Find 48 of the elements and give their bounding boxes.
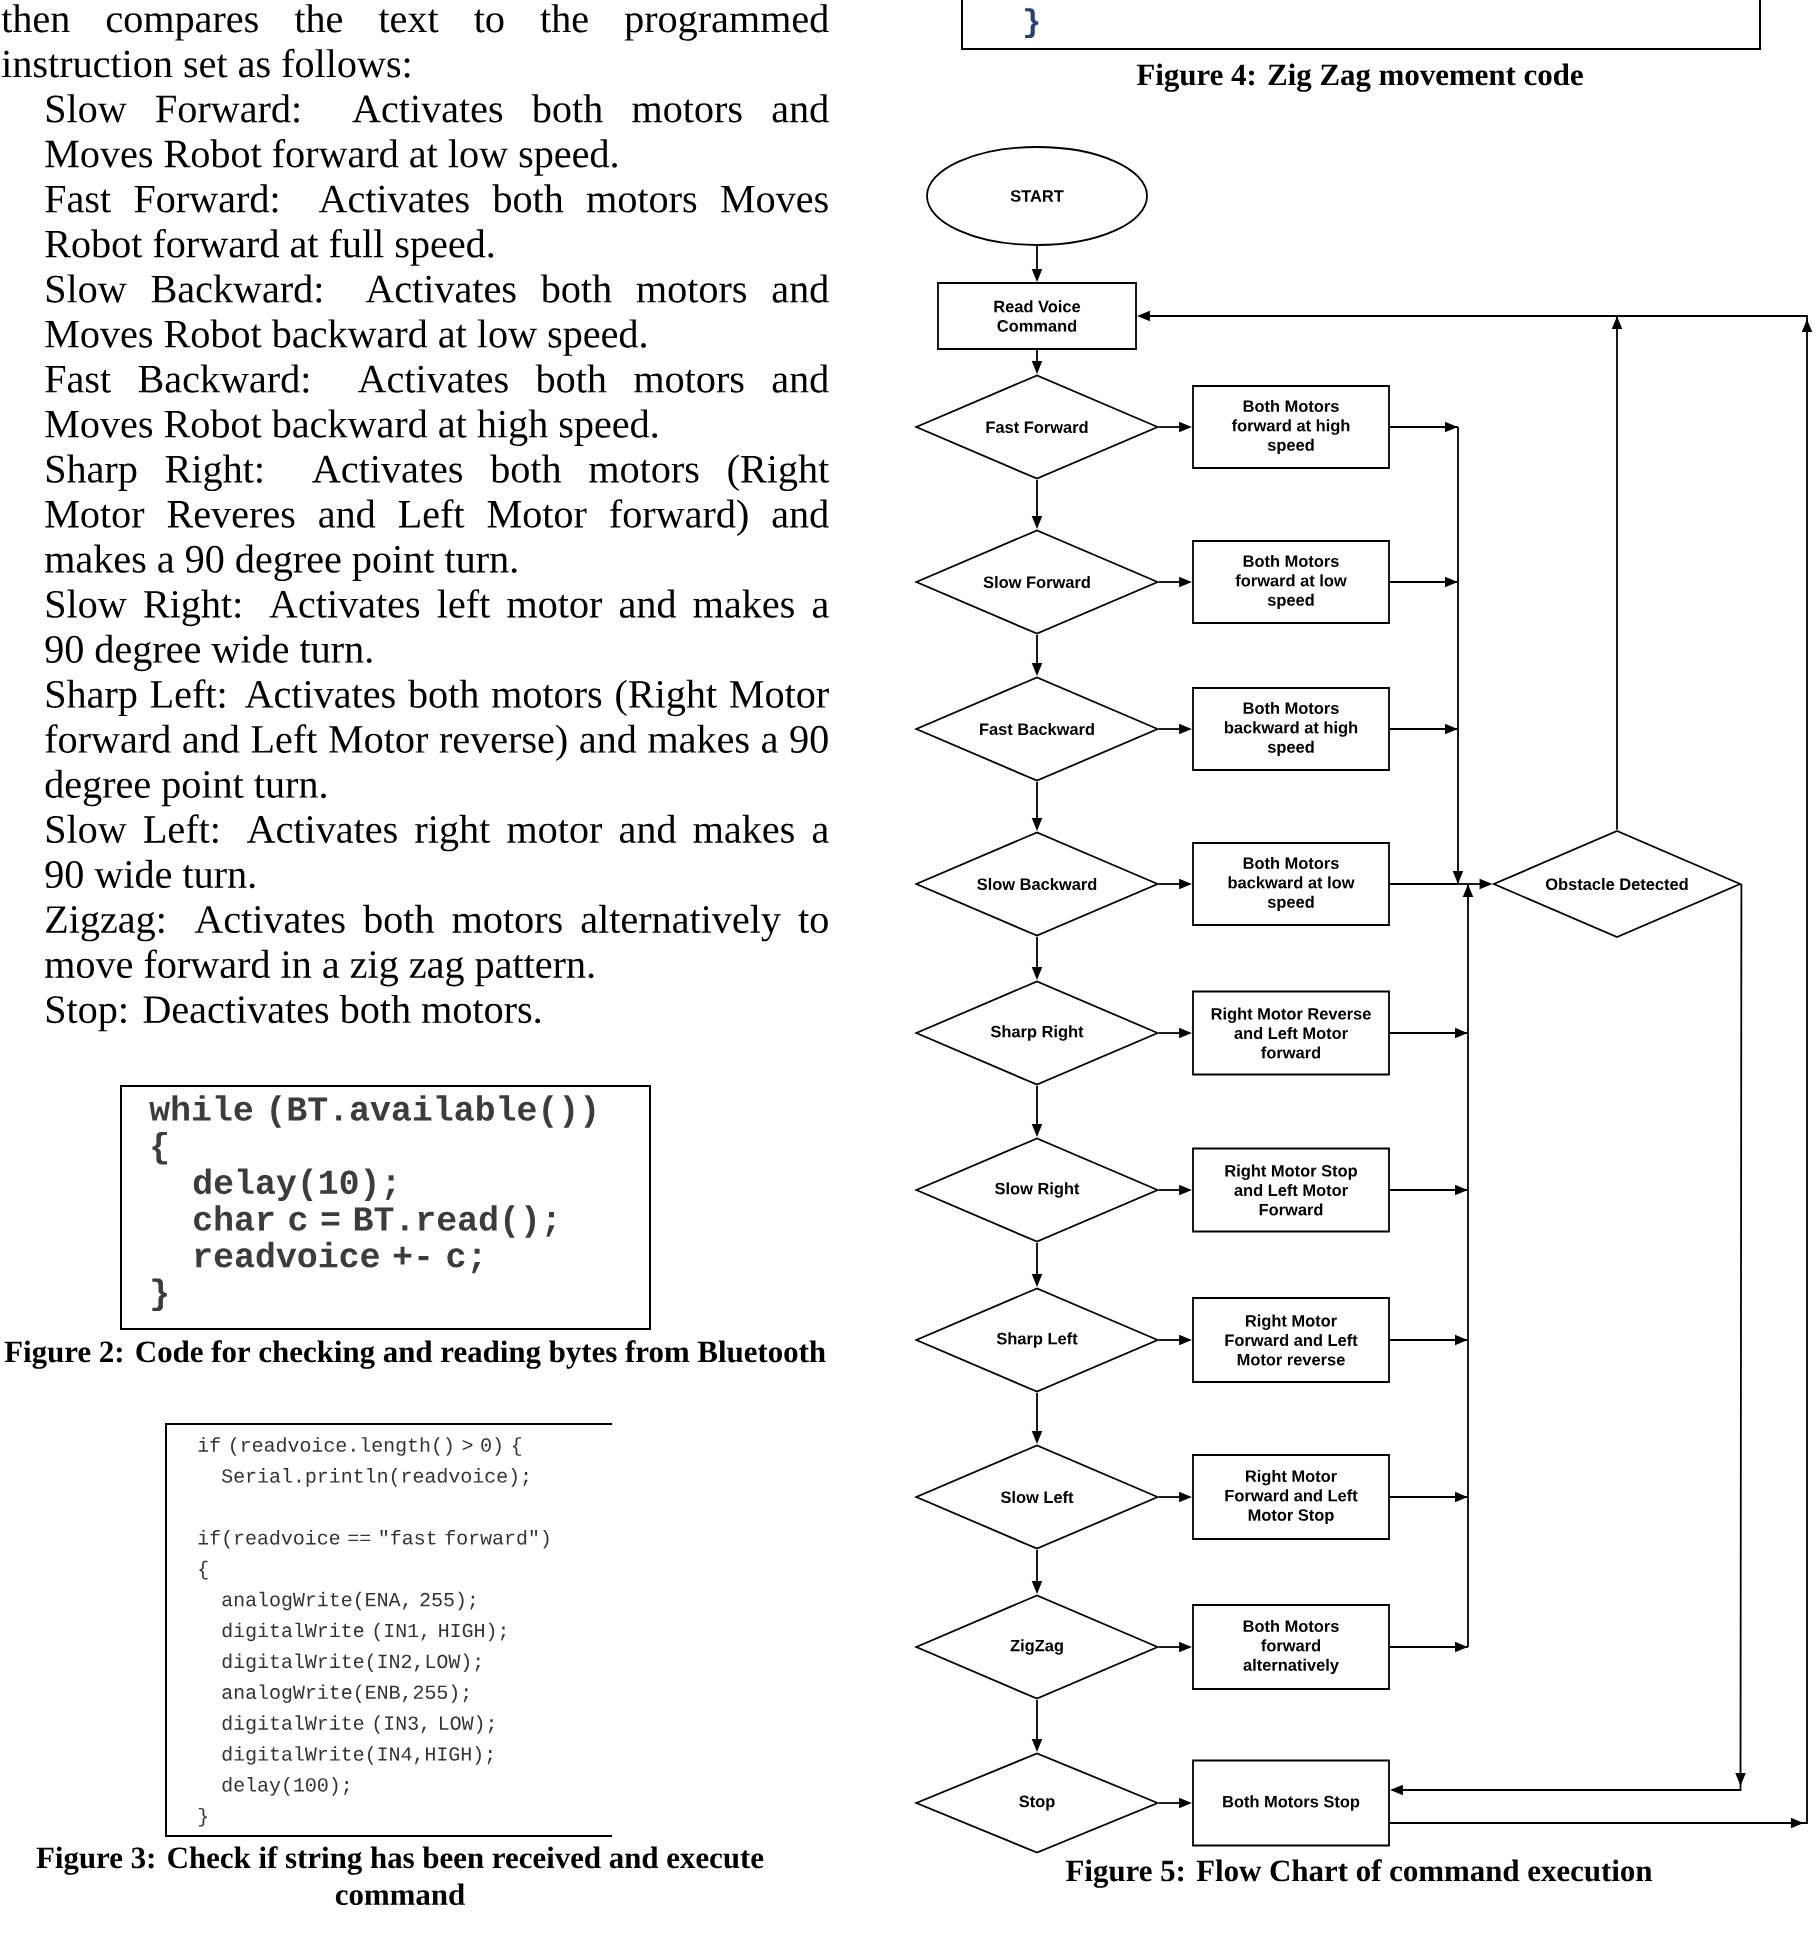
figure-caption: Figure 4: Zig Zag movement code bbox=[1136, 63, 1583, 92]
process-box: Read Voice Command bbox=[937, 282, 1137, 350]
figure-caption: Figure 2: Code for checking and reading bytes from Bluetooth bbox=[4, 1340, 826, 1369]
list-item: Fast Forward: Activates both motors Moves Robot forward at full speed. bbox=[45, 184, 828, 266]
list-item: Slow Backward: Activates both motors and Moves Robot backward at low speed. bbox=[45, 274, 829, 356]
list-item: Slow Forward: Activates both motors and Moves Robot forward at low speed. bbox=[45, 94, 829, 176]
code-box bbox=[165, 1423, 613, 1837]
figure-caption: Figure 3: Check if string has been received and execute command bbox=[36, 1846, 764, 1906]
code-line: digitalWrite(IN2,LOW); bbox=[222, 1653, 480, 1673]
code-line: analogWrite(ENA, 255); bbox=[222, 1591, 475, 1611]
code-line: analogWrite(ENB,255); bbox=[222, 1684, 468, 1703]
figure-caption: Figure 5: Flow Chart of command execution bbox=[1066, 1859, 1653, 1888]
code-line: digitalWrite (IN3, LOW); bbox=[222, 1715, 494, 1734]
process-box: Right Motor Stop and Left Motor Forward bbox=[1192, 1147, 1390, 1233]
code-line: readvoice +- c; bbox=[195, 1241, 481, 1274]
code-line: } bbox=[1025, 8, 1039, 38]
list-item: Fast Backward: Activates both motors and Moves Robot backward at high speed. bbox=[45, 364, 829, 446]
process-box: Both Motors forward at low speed bbox=[1192, 540, 1390, 624]
process-box: Both Motors forward alternatively bbox=[1192, 1604, 1390, 1690]
code-line: digitalWrite (IN1, HIGH); bbox=[222, 1622, 506, 1642]
list-item: Sharp Right: Activates both motors (Right Motor Reveres and Left Motor forward) and makes a 90 degree point turn. bbox=[45, 454, 829, 582]
process-box: Both Motors forward at high speed bbox=[1192, 385, 1390, 469]
code-line: { bbox=[199, 1560, 208, 1580]
list-item: Stop: Deactivates both motors. bbox=[46, 994, 541, 1032]
process-box: Right Motor Reverse and Left Motor forward bbox=[1192, 990, 1390, 1076]
process-box: Right Motor Forward and Left Motor Stop bbox=[1192, 1454, 1390, 1540]
code-line: } bbox=[198, 1807, 207, 1827]
code-box bbox=[120, 1085, 651, 1330]
process-box: Both Motors Stop bbox=[1192, 1759, 1390, 1847]
process-box: Both Motors backward at high speed bbox=[1192, 687, 1390, 771]
code-line: while (BT.available()) bbox=[149, 1095, 595, 1128]
code-line: delay(10); bbox=[193, 1168, 395, 1202]
code-line: if(readvoice == "fast forward") bbox=[198, 1530, 549, 1549]
code-line: } bbox=[152, 1278, 167, 1312]
code-line: { bbox=[152, 1131, 167, 1165]
process-box: Right Motor Forward and Left Motor reverse bbox=[1192, 1297, 1390, 1383]
list-item: Slow Left: Activates right motor and makes a 90 wide turn. bbox=[45, 814, 829, 889]
code-box bbox=[961, 0, 1761, 50]
list-item: Sharp Left: Activates both motors (Right Motor forward and Left Motor reverse) and makes a 90 degree point turn. bbox=[45, 679, 829, 807]
code-line: if (readvoice.length() > 0) { bbox=[198, 1437, 521, 1456]
list-item: Zigzag: Activates both motors alternatively to move forward in a zig zag pattern. bbox=[45, 904, 828, 987]
code-line: char c = BT.read(); bbox=[194, 1205, 555, 1238]
paragraph: then compares the text to the programmed instruction set as follows: bbox=[1, 4, 829, 78]
list-item: Slow Right: Activates left motor and makes a 90 degree wide turn. bbox=[45, 589, 829, 672]
code-line: Serial.println(readvoice); bbox=[221, 1468, 528, 1487]
code-line: delay(100); bbox=[222, 1777, 349, 1796]
process-box: Both Motors backward at low speed bbox=[1192, 842, 1390, 926]
code-line: digitalWrite(IN4,HIGH); bbox=[222, 1746, 492, 1765]
